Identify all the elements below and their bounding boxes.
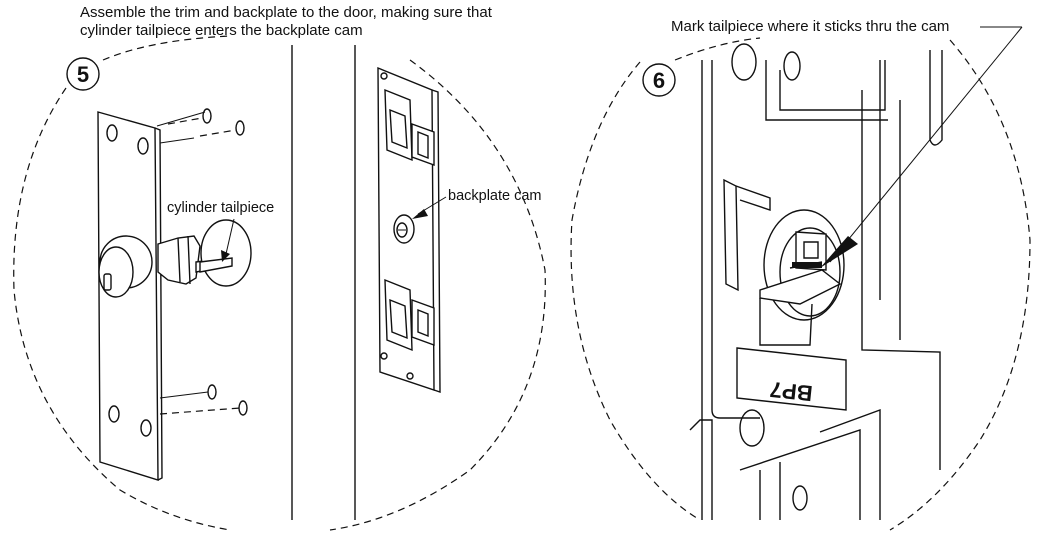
tailpiece-tip — [199, 257, 233, 273]
mark-pointer-arrowhead — [820, 236, 858, 268]
step6-circle-top — [674, 37, 761, 61]
step6-number: 6 — [653, 68, 665, 93]
label-cylinder-tailpiece: cylinder tailpiece — [167, 200, 274, 216]
tailpiece-arrowhead — [221, 250, 230, 262]
mark-pointer-line — [829, 26, 1023, 263]
label-backplate-cam: backplate cam — [448, 188, 542, 204]
step6-number-circle — [642, 63, 676, 97]
step5-number-circle — [66, 57, 100, 91]
step5-circle-right — [329, 59, 546, 531]
tailpiece-pointer — [225, 218, 235, 255]
screws-bottom — [159, 384, 248, 416]
step6-circle-left — [570, 61, 701, 521]
step5-circle-top — [102, 35, 231, 61]
cam-arrowhead — [412, 209, 428, 219]
step5-panel: 5 — [13, 35, 546, 531]
bp7-plate: BP7 — [736, 347, 847, 411]
backplate-closeup — [689, 43, 943, 520]
step5-number: 5 — [77, 62, 89, 87]
step5-circle-left — [13, 87, 231, 531]
step6-panel: 6 — [570, 26, 1031, 531]
step6-instruction: Mark tailpiece where it sticks thru the … — [671, 18, 950, 35]
backplate — [377, 66, 441, 393]
step6-circle-right — [889, 39, 1031, 531]
step5-instruction-line1: Assemble the trim and backplate to the d… — [80, 4, 492, 21]
step5-instruction-line2: cylinder tailpiece enters the backplate … — [80, 22, 363, 39]
bp7-plate-text: BP7 — [769, 377, 814, 406]
trim-plate — [97, 111, 241, 481]
screws-top — [156, 108, 245, 144]
